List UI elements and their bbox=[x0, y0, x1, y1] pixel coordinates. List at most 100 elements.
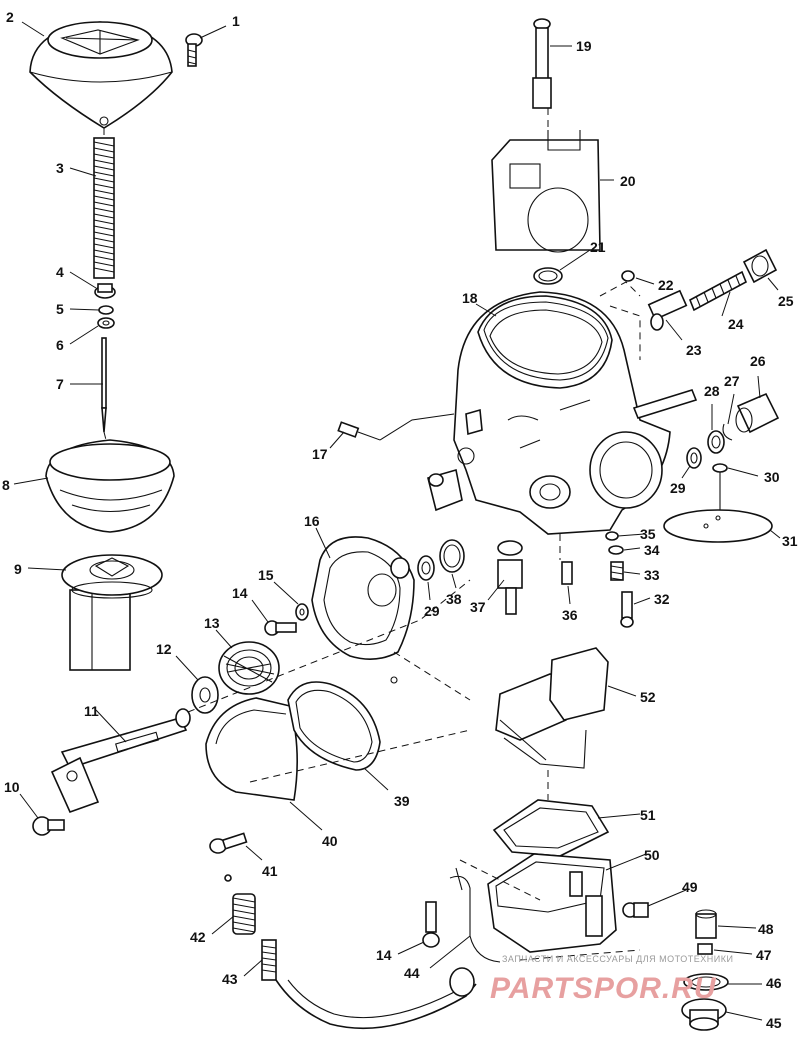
part-49-drain-screw bbox=[622, 902, 649, 918]
callout-33: 33 bbox=[644, 567, 660, 583]
part-14-screw bbox=[264, 620, 297, 636]
callout-50: 50 bbox=[644, 847, 660, 863]
callout-34: 34 bbox=[644, 542, 660, 558]
callout-18: 18 bbox=[462, 290, 478, 306]
callout-29-left: 29 bbox=[424, 603, 440, 619]
part-51-bowl-gasket bbox=[492, 799, 610, 857]
callout-4: 4 bbox=[56, 264, 64, 280]
watermark-logo: PARTSPOR.RU bbox=[490, 972, 717, 1005]
callout-13: 13 bbox=[204, 615, 220, 631]
part-36-jet bbox=[561, 561, 573, 585]
part-23-plunger bbox=[647, 289, 688, 331]
part-8-diaphragm bbox=[45, 439, 175, 533]
part-2-top-cap bbox=[29, 21, 173, 129]
callout-52: 52 bbox=[640, 689, 656, 705]
callout-31: 31 bbox=[782, 533, 798, 549]
callout-9: 9 bbox=[14, 561, 22, 577]
part-42-spring bbox=[224, 874, 256, 935]
part-28-o-ring bbox=[707, 430, 725, 454]
part-29-o-ring-right bbox=[686, 447, 702, 469]
part-50-float-bowl bbox=[487, 853, 617, 953]
callout-3: 3 bbox=[56, 160, 64, 176]
part-33-spring bbox=[610, 561, 624, 581]
part-47-washer bbox=[697, 943, 713, 955]
callout-23: 23 bbox=[686, 342, 702, 358]
part-31-disc bbox=[663, 509, 773, 543]
part-26-cap bbox=[735, 392, 780, 434]
part-39-gasket bbox=[287, 681, 381, 771]
callout-46: 46 bbox=[766, 975, 782, 991]
callout-21: 21 bbox=[590, 239, 606, 255]
part-4-spring-seat bbox=[94, 283, 116, 299]
part-40-float-chamber-cover bbox=[205, 697, 298, 801]
part-11-throttle-shaft bbox=[50, 708, 191, 814]
part-25-nut bbox=[742, 248, 778, 284]
part-45-plug bbox=[681, 998, 727, 1031]
callout-35: 35 bbox=[640, 526, 656, 542]
callout-30: 30 bbox=[764, 469, 780, 485]
part-6-washer bbox=[97, 317, 115, 329]
callout-2: 2 bbox=[6, 9, 14, 25]
part-44-drain-hose bbox=[275, 967, 477, 1029]
callout-17: 17 bbox=[312, 446, 328, 462]
part-22-plug bbox=[621, 270, 635, 282]
part-46-o-ring bbox=[683, 973, 729, 991]
part-44-wire-clip bbox=[449, 867, 501, 963]
callout-26: 26 bbox=[750, 353, 766, 369]
callout-11: 11 bbox=[84, 703, 99, 719]
part-32-idle-screw bbox=[620, 591, 634, 628]
callout-12: 12 bbox=[156, 641, 172, 657]
callout-49: 49 bbox=[682, 879, 698, 895]
callout-36: 36 bbox=[562, 607, 578, 623]
callout-40: 40 bbox=[322, 833, 338, 849]
callout-15: 15 bbox=[258, 567, 274, 583]
callout-39: 39 bbox=[394, 793, 410, 809]
callout-1: 1 bbox=[232, 13, 240, 29]
watermark-caption: ЗАПЧАСТИ И АКСЕССУАРЫ ДЛЯ МОТОТЕХНИКИ bbox=[502, 954, 733, 964]
callout-20: 20 bbox=[620, 173, 636, 189]
callout-24: 24 bbox=[728, 316, 744, 332]
part-19-cable-adjuster bbox=[532, 18, 552, 109]
leader-lines bbox=[13, 21, 781, 1021]
callout-labels: 1 2 3 4 5 6 7 8 9 10 11 12 13 14 15 16 1… bbox=[2, 9, 798, 1031]
callout-7: 7 bbox=[56, 376, 64, 392]
callout-6: 6 bbox=[56, 337, 64, 353]
part-12-washer bbox=[191, 676, 219, 714]
part-7-jet-needle bbox=[101, 337, 107, 433]
part-34-o-ring bbox=[608, 545, 624, 555]
callout-48: 48 bbox=[758, 921, 774, 937]
callout-41: 41 bbox=[262, 863, 278, 879]
callout-43: 43 bbox=[222, 971, 238, 987]
callout-16: 16 bbox=[304, 513, 320, 529]
part-21-o-ring bbox=[533, 267, 563, 285]
part-18-body-o-ring bbox=[483, 301, 609, 381]
part-48-cap bbox=[695, 909, 717, 939]
watermark: ЗАПЧАСТИ И АКСЕССУАРЫ ДЛЯ МОТОТЕХНИКИ PA… bbox=[490, 954, 733, 1005]
callout-22: 22 bbox=[658, 277, 674, 293]
part-1-cap-screw bbox=[185, 33, 203, 67]
part-16-chamber-cover bbox=[311, 536, 415, 684]
callout-8: 8 bbox=[2, 477, 10, 493]
part-3-spring bbox=[93, 137, 115, 279]
part-30-screw bbox=[712, 463, 728, 510]
callout-51: 51 bbox=[640, 807, 656, 823]
callout-28: 28 bbox=[704, 383, 720, 399]
callout-47: 47 bbox=[756, 947, 772, 963]
callout-38: 38 bbox=[446, 591, 462, 607]
callout-32: 32 bbox=[654, 591, 670, 607]
callout-29-right: 29 bbox=[670, 480, 686, 496]
part-27-clip bbox=[722, 423, 733, 441]
part-9-vacuum-piston bbox=[61, 554, 163, 671]
callout-27: 27 bbox=[724, 373, 740, 389]
part-20-top-bracket bbox=[491, 130, 601, 253]
callout-45: 45 bbox=[766, 1015, 782, 1031]
part-15-o-ring bbox=[295, 603, 309, 621]
carburetor-body bbox=[427, 291, 698, 535]
callout-5: 5 bbox=[56, 301, 64, 317]
part-38-o-ring bbox=[439, 539, 465, 573]
part-43-cable-end bbox=[261, 939, 277, 981]
callout-19: 19 bbox=[576, 38, 592, 54]
callout-14-bottom: 14 bbox=[376, 947, 392, 963]
part-10-throttle-screw bbox=[32, 816, 65, 836]
part-14-bolt-bottom bbox=[422, 901, 440, 948]
